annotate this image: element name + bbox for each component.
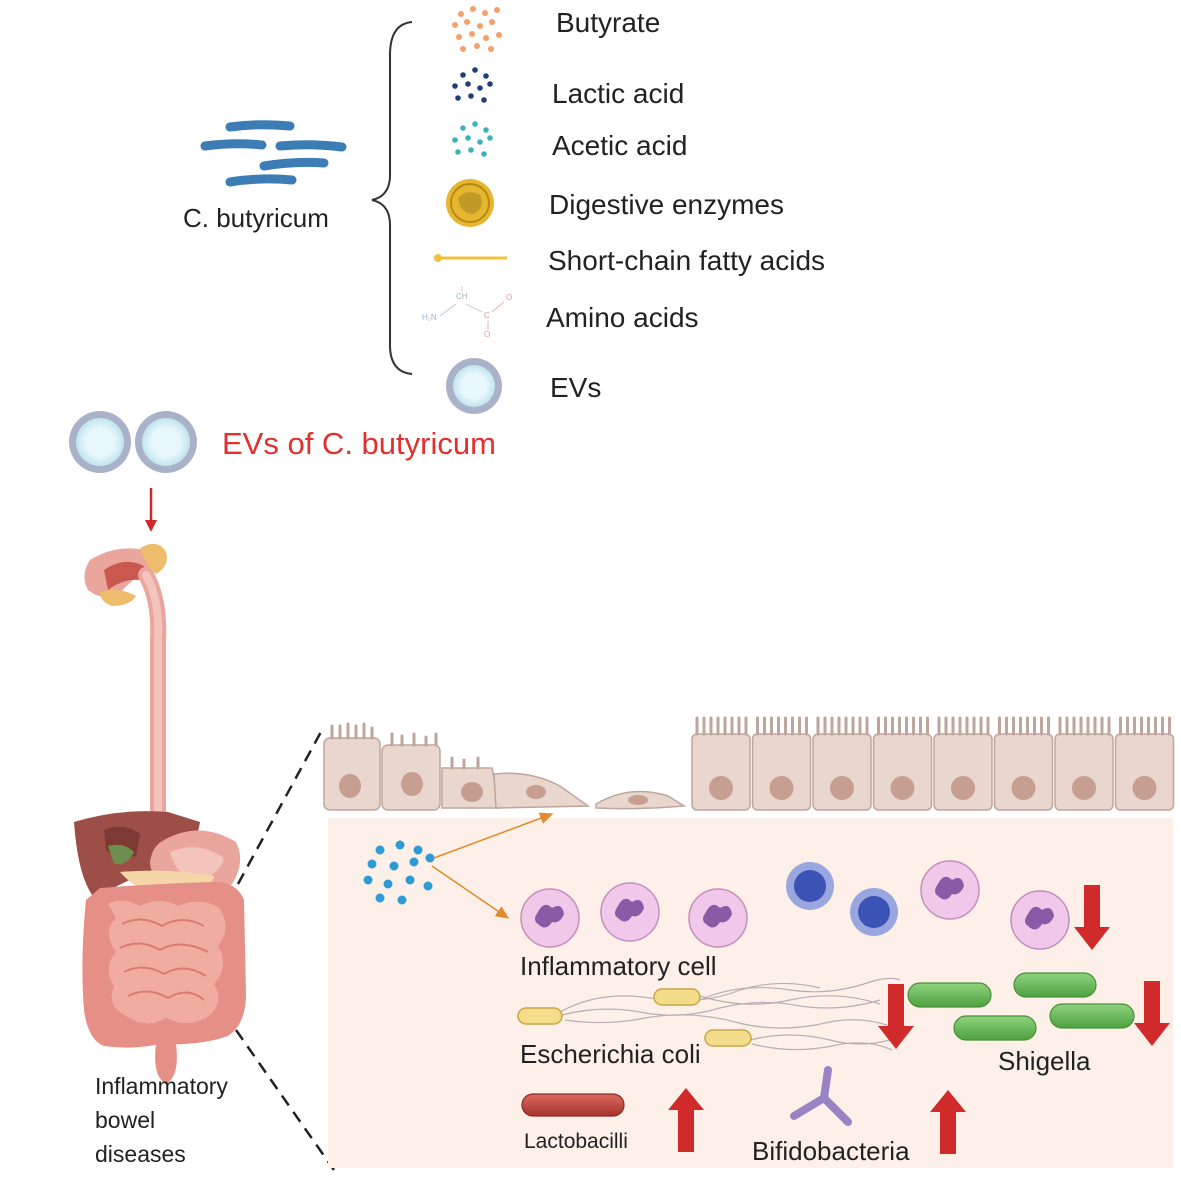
ev-title: EVs of C. butyricum — [222, 426, 496, 461]
product-label: EVs — [550, 372, 601, 403]
epithelial-cell — [872, 716, 933, 811]
butyrate-dots-icon — [452, 6, 502, 52]
product-label: Acetic acid — [552, 130, 687, 161]
product-label: Digestive enzymes — [549, 189, 784, 220]
ev-pair-icon — [69, 411, 197, 473]
products-brace — [371, 21, 413, 375]
epithelial-cell — [1114, 716, 1175, 811]
disease-label-line: diseases — [95, 1141, 186, 1167]
intact-epithelium — [691, 716, 1175, 811]
enzyme-icon — [446, 179, 494, 227]
fatty-acid-chain-icon — [434, 254, 507, 262]
epithelial-cell — [812, 716, 872, 811]
amino-nh2: H₂N — [422, 313, 437, 322]
arrow-down-icon — [878, 984, 914, 1049]
epithelial-cell — [993, 716, 1054, 811]
lymphocyte-cells — [786, 862, 898, 936]
scfa-dots-icon — [363, 840, 435, 905]
vesicle-icon — [446, 358, 502, 414]
product-label: Amino acids — [546, 302, 699, 333]
epithelial-cell — [691, 716, 751, 811]
arrow-down-icon — [1074, 885, 1110, 950]
shigella-bacteria-icon — [907, 972, 1135, 1041]
shigella-label: Shigella — [998, 1046, 1091, 1076]
zoom-line-bottom — [234, 1029, 336, 1171]
arrow-down-icon — [1134, 981, 1170, 1046]
escherichia-bacteria-icon — [517, 988, 752, 1047]
digestive-tract-icon — [74, 543, 247, 1084]
bifidobacteria-icon — [790, 1066, 852, 1126]
products-list: Butyrate Lactic acid Acetic acid Digesti… — [546, 7, 825, 403]
amino-c: C — [484, 311, 490, 320]
disease-label-line: Inflammatory — [95, 1073, 228, 1099]
neutrophil-cell — [688, 888, 748, 948]
acetic-acid-dots-icon — [452, 121, 493, 157]
inflammatory-cell-label: Inflammatory cell — [520, 951, 717, 981]
product-label: Lactic acid — [552, 78, 684, 109]
product-label: Butyrate — [556, 7, 660, 38]
damaged-epithelium-nuclei — [339, 772, 648, 805]
scfa-arrow-to-cells — [431, 865, 510, 919]
arrow-up-icon — [930, 1090, 966, 1154]
epithelial-cell — [1054, 716, 1114, 811]
lactic-acid-dots-icon — [452, 67, 493, 103]
amino-o1: O — [506, 293, 512, 302]
lactobacilli-bacteria-icon — [521, 1093, 625, 1117]
bifidobacteria-label: Bifidobacteria — [752, 1136, 910, 1166]
scfa-arrow-to-epithelium — [433, 812, 554, 859]
c-butyricum-bacteria-icon — [200, 120, 347, 187]
product-label: Short-chain fatty acids — [548, 245, 825, 276]
source-label: C. butyricum — [183, 203, 329, 233]
epithelial-cell — [751, 716, 812, 811]
neutrophil-cells — [520, 860, 1070, 950]
damaged-microvilli — [330, 722, 480, 770]
disease-label: Inflammatory bowel diseases — [95, 1073, 228, 1167]
disease-label-line: bowel — [95, 1107, 155, 1133]
amino-ch: CH — [456, 292, 468, 301]
neutrophil-cell — [920, 860, 980, 920]
arrow-up-icon — [668, 1088, 704, 1152]
amino-o2: O — [484, 330, 490, 339]
epithelial-cell — [933, 716, 993, 811]
escherichia-label: Escherichia coli — [520, 1039, 701, 1069]
ev-down-arrow-icon — [145, 488, 157, 532]
amino-acid-structure-icon: CH H₂N C O O — [422, 286, 512, 339]
neutrophil-cell — [1010, 890, 1070, 950]
neutrophil-cell — [600, 882, 660, 942]
lactobacilli-label: Lactobacilli — [524, 1130, 628, 1153]
neutrophil-cell — [520, 888, 580, 948]
zoom-line-top — [236, 729, 324, 885]
